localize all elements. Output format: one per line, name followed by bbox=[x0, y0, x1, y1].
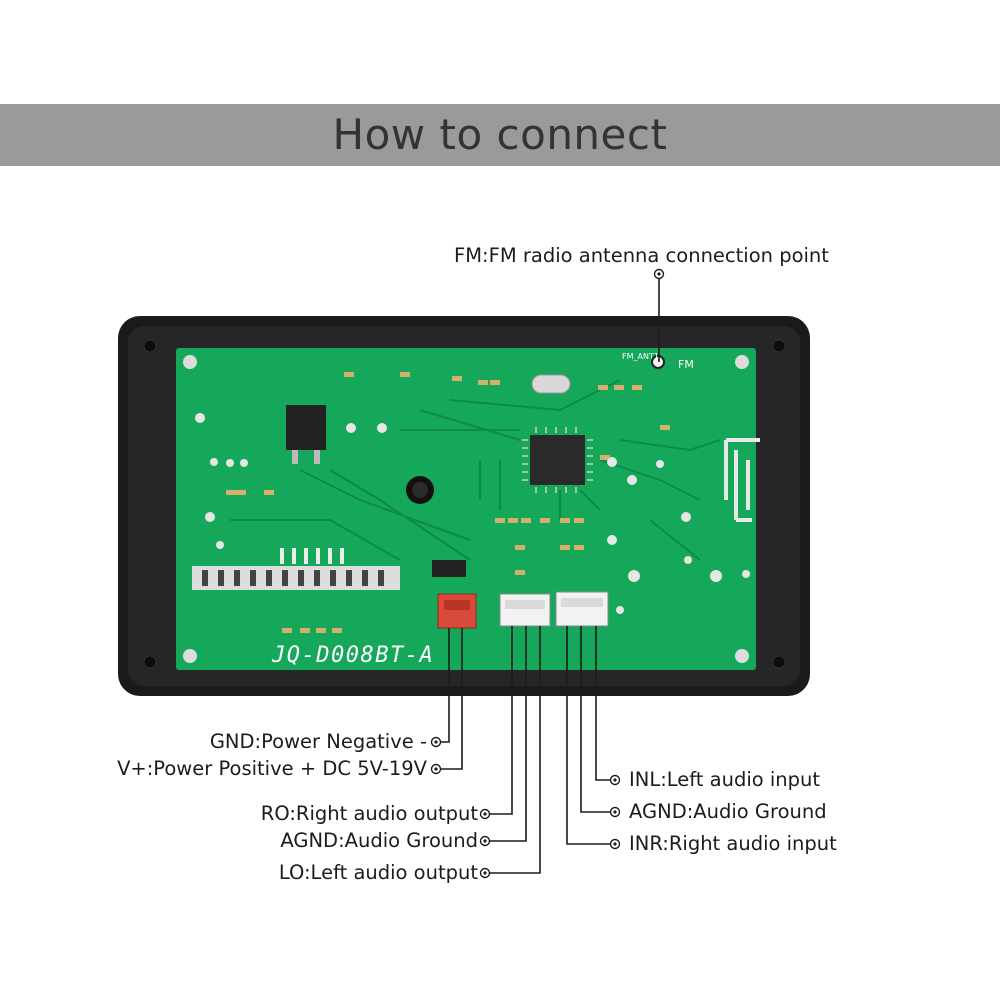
smd-components bbox=[226, 372, 670, 633]
case-screw-holes bbox=[143, 339, 786, 669]
gnd-callout: GND:Power Negative - bbox=[209, 730, 427, 753]
title-banner: How to connect bbox=[0, 104, 1000, 166]
lo-callout: LO:Left audio output bbox=[278, 861, 478, 884]
transistor bbox=[432, 560, 466, 577]
agnd-out-leader bbox=[490, 626, 527, 842]
solder-pads bbox=[195, 413, 750, 614]
fm-antenna-pad bbox=[651, 355, 665, 369]
vplus-leader bbox=[441, 628, 463, 770]
agnd-out-callout: AGND:Audio Ground bbox=[280, 829, 478, 852]
fm-callout: FM:FM radio antenna connection point bbox=[454, 244, 829, 267]
page-title: How to connect bbox=[332, 110, 668, 159]
pcb-traces bbox=[230, 379, 721, 561]
board-model-silk: JQ-D008BT-A bbox=[271, 643, 434, 668]
fm-silk: FM bbox=[678, 358, 694, 371]
inr-callout: INR:Right audio input bbox=[629, 832, 837, 855]
pcb-mounting-holes bbox=[183, 355, 749, 663]
bluetooth-antenna bbox=[724, 438, 760, 522]
inl-leader bbox=[595, 626, 611, 781]
main-chip bbox=[530, 435, 585, 485]
ro-leader bbox=[490, 626, 513, 815]
ro-callout: RO:Right audio output bbox=[260, 802, 478, 825]
vplus-callout: V+:Power Positive + DC 5V-19V bbox=[117, 757, 427, 780]
inr-leader bbox=[566, 626, 611, 845]
inl-callout: INL:Left audio input bbox=[629, 768, 821, 791]
voltage-regulator bbox=[286, 405, 326, 450]
audio-output-connector bbox=[499, 593, 551, 627]
agnd-in-leader bbox=[580, 626, 611, 813]
gnd-leader bbox=[441, 628, 450, 743]
lo-leader bbox=[490, 626, 541, 874]
callout-leader-lines bbox=[441, 278, 660, 874]
power-connector bbox=[437, 593, 477, 629]
fm-pad-silk: FM_ANT1 bbox=[622, 352, 659, 361]
header-pins bbox=[280, 548, 344, 564]
crystal bbox=[531, 374, 571, 394]
agnd-in-callout: AGND:Audio Ground bbox=[629, 800, 827, 823]
audio-input-connector bbox=[555, 591, 609, 627]
